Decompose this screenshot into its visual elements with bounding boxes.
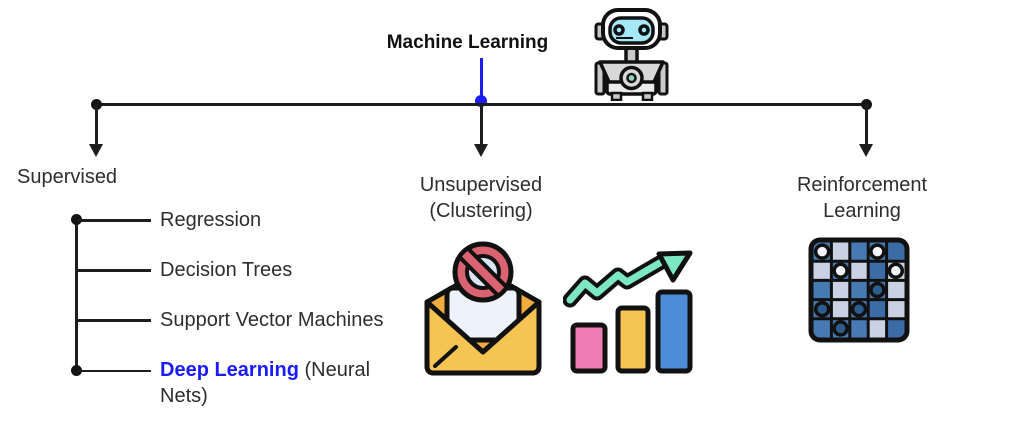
blocked-spam-email-icon [424, 241, 542, 376]
list-item-support-vector-machines: Support Vector Machines [160, 309, 384, 331]
branch-tick-svm [77, 319, 151, 322]
diagram-title: Machine Learning [386, 32, 549, 53]
arrow-unsupervised-head-icon [474, 144, 488, 157]
arrow-supervised-stem [95, 104, 98, 146]
supervised-subtree-bottom-node [71, 365, 82, 376]
deep-learning-suffix: (Neural Nets) [160, 359, 371, 407]
unsupervised-line2: (Clustering) [429, 200, 533, 222]
title-connector-line [480, 58, 483, 98]
arrow-supervised-head-icon [89, 144, 103, 157]
arrow-unsupervised-stem [480, 104, 483, 146]
branch-label-unsupervised: Unsupervised (Clustering) [381, 172, 581, 224]
branch-label-supervised: Supervised [17, 166, 118, 188]
checkers-board-icon [808, 237, 910, 343]
branch-tick-deep-learning [77, 369, 151, 372]
branch-tick-regression [77, 219, 151, 222]
robot-icon [594, 8, 669, 101]
reinforcement-line2: Learning [823, 200, 901, 222]
supervised-subtree-top-node [71, 214, 82, 225]
reinforcement-line1: Reinforcement [796, 174, 928, 196]
list-item-deep-learning: Deep Learning (Neural Nets) [160, 357, 392, 409]
supervised-subtree-spine [75, 220, 78, 371]
branch-tick-decision-trees [77, 269, 151, 272]
arrow-reinforcement-stem [865, 104, 868, 146]
unsupervised-line1: Unsupervised [419, 174, 543, 196]
rising-bar-chart-icon [563, 250, 693, 374]
deep-learning-highlight: Deep Learning [160, 359, 299, 381]
branch-label-reinforcement: Reinforcement Learning [762, 172, 962, 224]
list-item-decision-trees: Decision Trees [160, 259, 293, 281]
arrow-reinforcement-head-icon [859, 144, 873, 157]
list-item-regression: Regression [160, 209, 262, 231]
